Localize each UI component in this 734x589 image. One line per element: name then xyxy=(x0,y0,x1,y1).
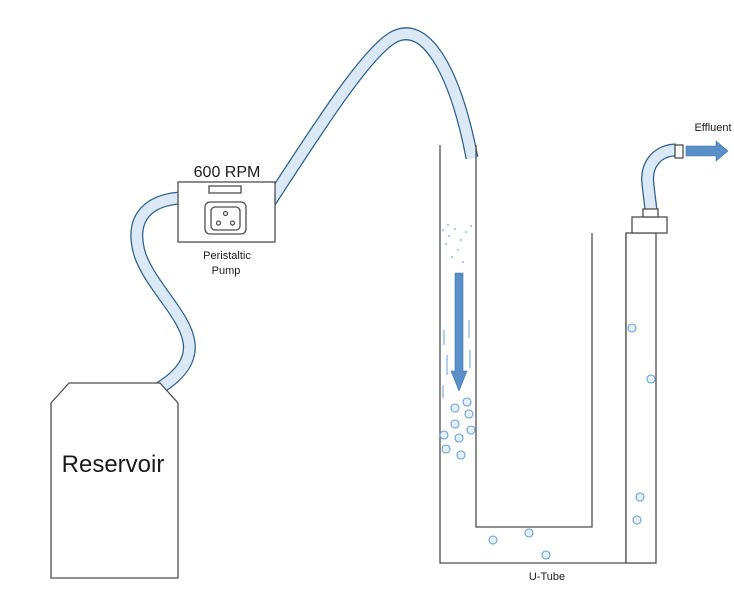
droplet xyxy=(470,225,472,227)
flow-streaks xyxy=(442,320,471,398)
bubble xyxy=(646,374,656,384)
droplet xyxy=(462,261,464,263)
pump-roller xyxy=(215,220,222,226)
reservoir-label: Reservoir xyxy=(62,451,165,478)
effluent-outlet: Effluent xyxy=(674,122,732,162)
droplet-spray xyxy=(442,224,472,263)
tubing-reservoir-to-pump xyxy=(130,191,196,395)
pump-rpm-label: 600 RPM xyxy=(194,164,261,181)
bubble xyxy=(450,403,460,413)
bubble xyxy=(632,515,642,525)
bubble xyxy=(524,528,534,538)
pump-roller xyxy=(222,210,229,217)
peristaltic-pump: 600 RPM Peristaltic Pump xyxy=(177,164,276,277)
bubble xyxy=(441,444,451,454)
effluent-nozzle xyxy=(674,144,684,159)
u-tube-inner-wall xyxy=(475,145,593,528)
pump-label-line1: Peristaltic xyxy=(203,250,251,262)
reservoir: Reservoir xyxy=(50,382,179,579)
bubble xyxy=(488,535,498,545)
bubble xyxy=(627,323,637,333)
droplet xyxy=(457,249,459,251)
effluent-label: Effluent xyxy=(694,122,731,134)
tube-inner xyxy=(642,144,677,211)
u-tube-outer-wall xyxy=(439,145,627,564)
pump-head-inner xyxy=(210,206,241,231)
bubble xyxy=(439,430,449,440)
pump-label-line2: Pump xyxy=(212,265,241,277)
pump-roller xyxy=(229,220,236,226)
droplet xyxy=(460,239,462,241)
droplet xyxy=(442,229,444,231)
droplet xyxy=(448,235,450,237)
droplet xyxy=(454,228,456,230)
u-tube-outlet-fitting xyxy=(631,216,668,234)
tubing-pump-to-utube xyxy=(262,27,479,209)
droplet xyxy=(447,224,449,226)
air-bubbles xyxy=(439,323,656,560)
u-tube-label: U-Tube xyxy=(529,571,565,583)
bubble xyxy=(454,433,464,443)
tubing-effluent xyxy=(641,143,677,211)
tube-inner xyxy=(263,28,478,208)
pump-display xyxy=(208,185,242,194)
bubble xyxy=(635,492,645,502)
effluent-arrow xyxy=(685,140,729,162)
downflow-arrow xyxy=(450,272,468,392)
bubble xyxy=(541,550,551,560)
bubble xyxy=(466,425,476,435)
bubble xyxy=(462,397,472,407)
droplet xyxy=(451,256,453,258)
reservoir-body xyxy=(50,382,179,579)
droplet xyxy=(465,231,467,233)
u-tube: U-Tube xyxy=(439,145,668,583)
bubble xyxy=(456,450,466,460)
droplet xyxy=(445,243,447,245)
tube-inner xyxy=(131,192,195,394)
u-tube-outlet-cap xyxy=(642,208,659,218)
u-tube-right-riser xyxy=(625,232,657,564)
bubble xyxy=(464,409,474,419)
bubble xyxy=(450,419,460,429)
